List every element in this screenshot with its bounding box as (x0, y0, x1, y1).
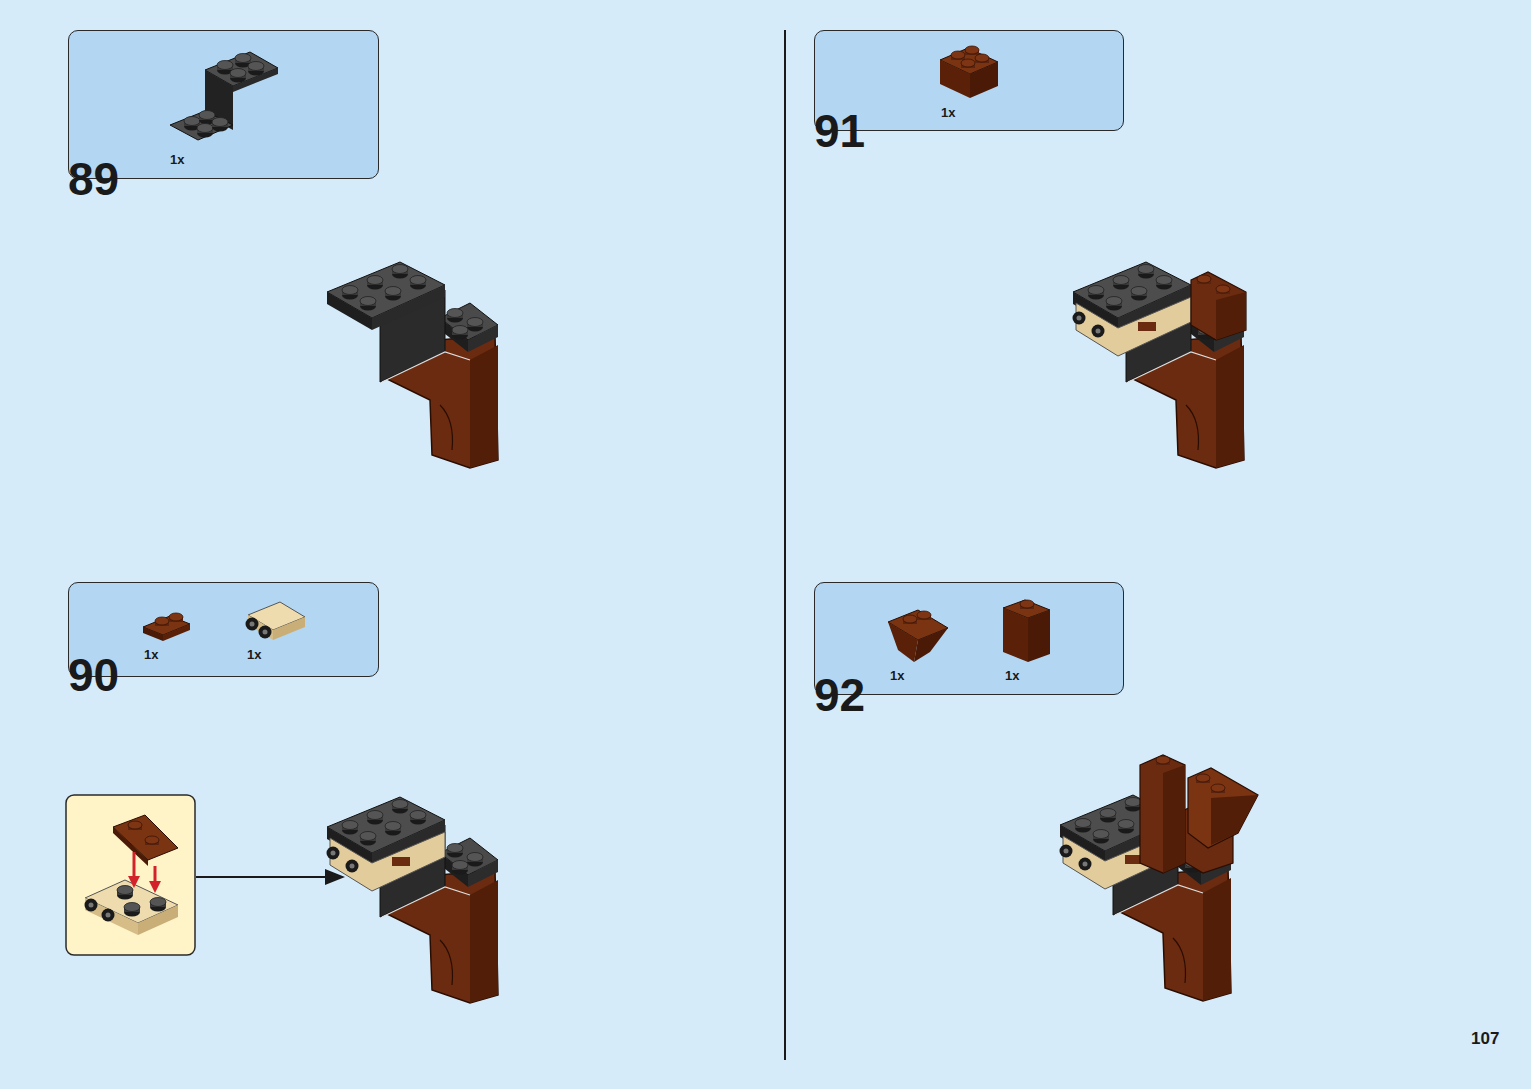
step-number: 90 (68, 652, 119, 698)
step-number: 89 (68, 156, 119, 202)
quantity-label: 1x (144, 647, 158, 662)
step-number: 92 (814, 672, 865, 718)
page-number: 107 (1471, 1030, 1499, 1047)
quantity-label: 1x (1005, 668, 1019, 683)
quantity-label: 1x (941, 105, 955, 120)
step-number: 91 (814, 108, 865, 154)
quantity-label: 1x (247, 647, 261, 662)
quantity-label: 1x (170, 152, 184, 167)
quantity-label: 1x (890, 668, 904, 683)
